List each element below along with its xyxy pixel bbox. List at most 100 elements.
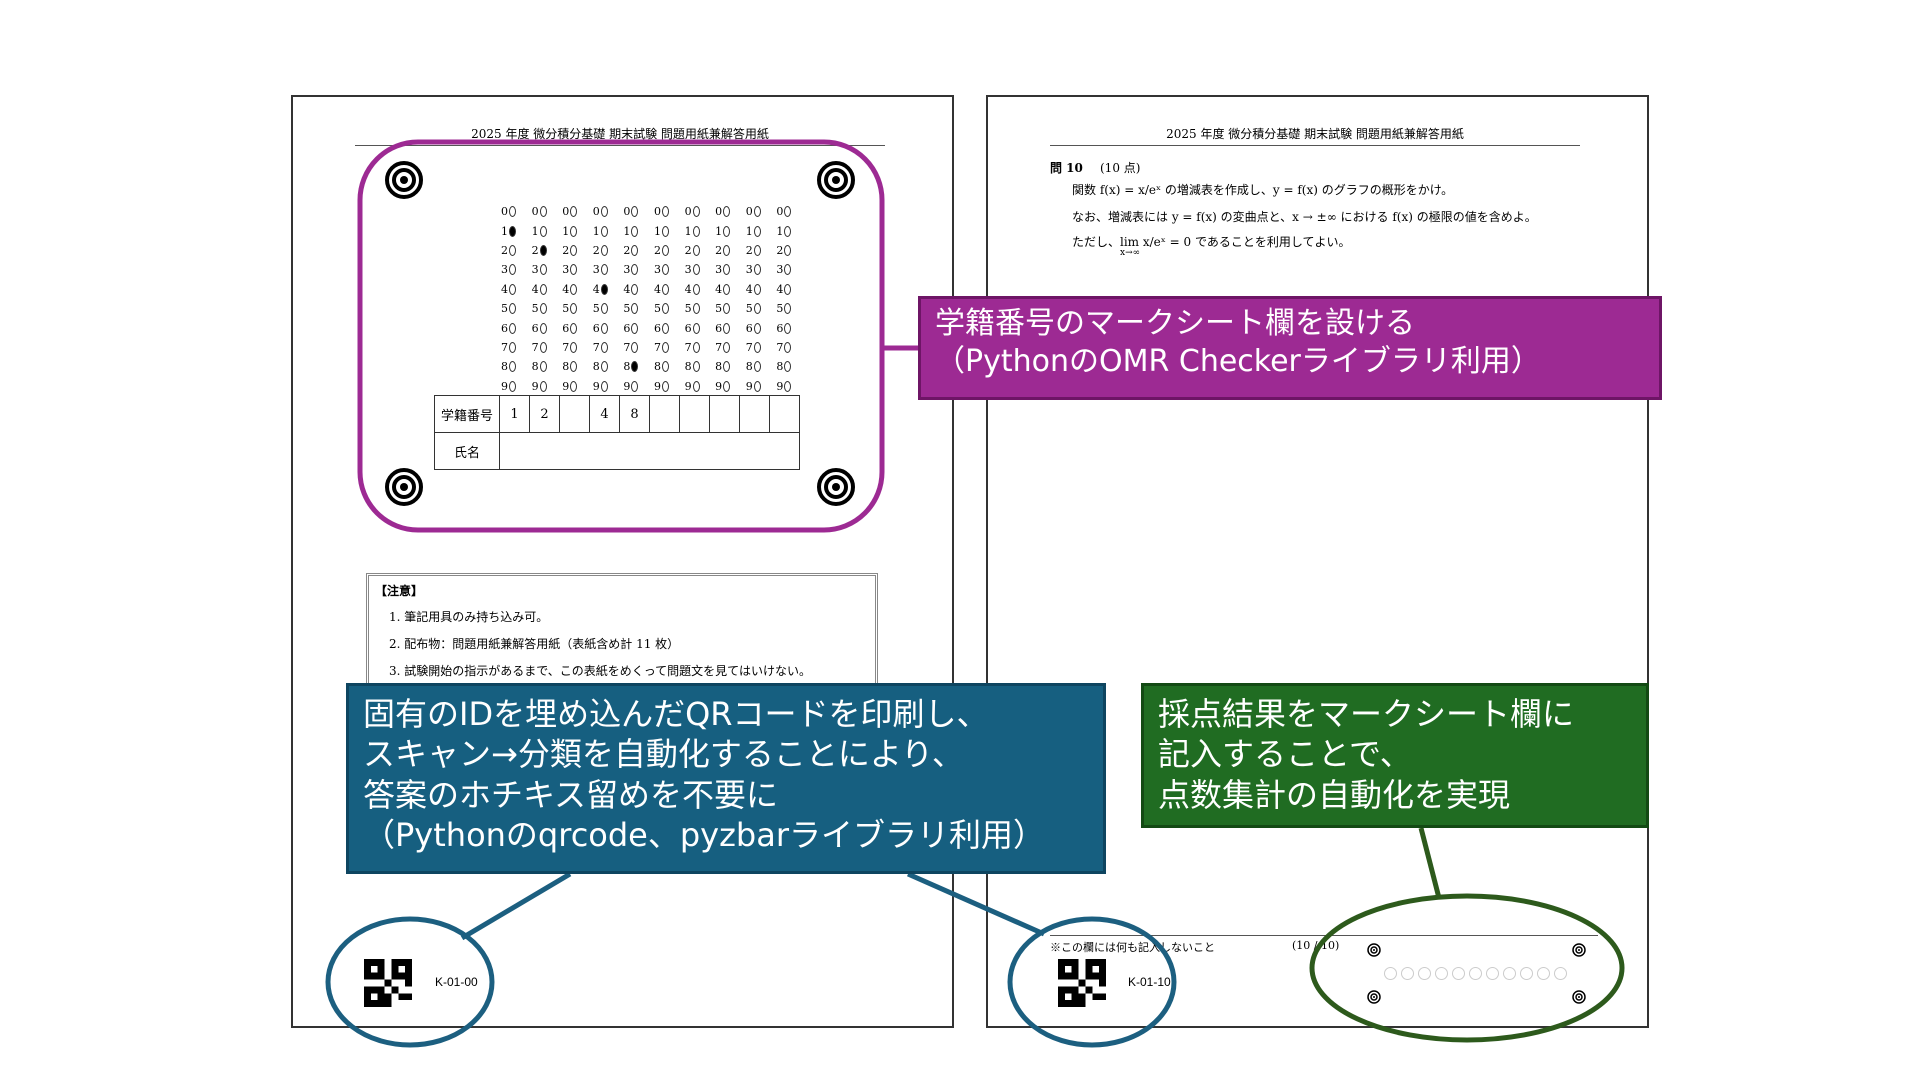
bubble-circle[interactable] xyxy=(631,244,639,256)
bubble-circle[interactable] xyxy=(723,303,731,315)
bubble-option[interactable]: 3 xyxy=(593,263,624,276)
bubble-option[interactable]: 5 xyxy=(532,302,563,315)
bubble-circle[interactable] xyxy=(631,206,639,218)
bubble-circle[interactable] xyxy=(661,303,669,315)
bubble-option[interactable]: 5 xyxy=(746,302,777,315)
bubble-option[interactable]: 9 xyxy=(685,380,716,393)
bubble-circle[interactable] xyxy=(753,244,761,256)
bubble-circle[interactable] xyxy=(539,264,547,276)
bubble-option[interactable]: 5 xyxy=(715,302,746,315)
bubble-option[interactable]: 0 xyxy=(715,205,746,218)
bubble-option[interactable]: 3 xyxy=(654,263,685,276)
bubble-circle[interactable] xyxy=(753,264,761,276)
bubble-option[interactable]: 6 xyxy=(623,322,654,335)
bubble-circle[interactable] xyxy=(784,303,792,315)
bubble-option[interactable]: 5 xyxy=(685,302,716,315)
bubble-option[interactable]: 8 xyxy=(501,360,532,373)
bubble-circle[interactable] xyxy=(539,225,547,237)
bubble-circle[interactable] xyxy=(661,341,669,353)
bubble-option[interactable]: 6 xyxy=(776,322,807,335)
bubble-option[interactable]: 6 xyxy=(562,322,593,335)
bubble-circle[interactable] xyxy=(631,264,639,276)
bubble-circle[interactable] xyxy=(784,206,792,218)
bubble-option[interactable]: 3 xyxy=(715,263,746,276)
bubble-circle[interactable] xyxy=(784,225,792,237)
bubble-circle[interactable] xyxy=(600,244,608,256)
bubble-circle[interactable] xyxy=(539,380,547,392)
bubble-option[interactable]: 9 xyxy=(746,380,777,393)
bubble-option[interactable]: 1 xyxy=(654,225,685,238)
score-bubble[interactable] xyxy=(1537,967,1550,980)
bubble-circle[interactable] xyxy=(692,283,700,295)
bubble-option[interactable]: 8 xyxy=(715,360,746,373)
bubble-option[interactable]: 0 xyxy=(746,205,777,218)
bubble-option[interactable]: 4 xyxy=(685,283,716,296)
id-digit-box[interactable] xyxy=(709,395,740,433)
bubble-option[interactable]: 7 xyxy=(715,341,746,354)
bubble-circle[interactable] xyxy=(784,380,792,392)
bubble-option[interactable]: 6 xyxy=(654,322,685,335)
score-bubble[interactable] xyxy=(1452,967,1465,980)
bubble-option[interactable]: 4 xyxy=(715,283,746,296)
bubble-circle[interactable] xyxy=(631,225,639,237)
bubble-circle[interactable] xyxy=(753,206,761,218)
bubble-option[interactable]: 6 xyxy=(532,322,563,335)
bubble-option[interactable]: 0 xyxy=(562,205,593,218)
bubble-option[interactable]: 7 xyxy=(532,341,563,354)
id-digit-box[interactable]: 1 xyxy=(499,395,530,433)
score-bubble[interactable] xyxy=(1554,967,1567,980)
score-bubble[interactable] xyxy=(1469,967,1482,980)
bubble-option[interactable]: 4 xyxy=(623,283,654,296)
bubble-option[interactable]: 9 xyxy=(562,380,593,393)
score-bubble[interactable] xyxy=(1435,967,1448,980)
bubble-circle[interactable] xyxy=(723,264,731,276)
id-digit-box[interactable] xyxy=(679,395,710,433)
bubble-option[interactable]: 9 xyxy=(776,380,807,393)
bubble-option[interactable]: 2 xyxy=(776,244,807,257)
bubble-circle[interactable] xyxy=(753,341,761,353)
bubble-option[interactable]: 5 xyxy=(623,302,654,315)
bubble-circle[interactable] xyxy=(661,322,669,334)
bubble-option[interactable]: 5 xyxy=(593,302,624,315)
bubble-option[interactable]: 7 xyxy=(501,341,532,354)
bubble-option[interactable]: 9 xyxy=(715,380,746,393)
bubble-circle[interactable] xyxy=(570,303,578,315)
bubble-option[interactable]: 9 xyxy=(623,380,654,393)
bubble-option[interactable]: 1 xyxy=(746,225,777,238)
bubble-option[interactable]: 4 xyxy=(654,283,685,296)
bubble-option[interactable]: 4 xyxy=(501,283,532,296)
bubble-option[interactable]: 7 xyxy=(746,341,777,354)
bubble-option[interactable]: 2 xyxy=(562,244,593,257)
bubble-circle[interactable] xyxy=(692,244,700,256)
bubble-circle[interactable] xyxy=(509,264,516,276)
bubble-circle[interactable] xyxy=(539,322,547,334)
score-bubble-row[interactable] xyxy=(1384,967,1567,980)
bubble-option[interactable]: 7 xyxy=(623,341,654,354)
bubble-circle[interactable] xyxy=(753,225,761,237)
bubble-circle[interactable] xyxy=(509,380,516,392)
bubble-circle[interactable] xyxy=(692,322,700,334)
bubble-circle[interactable] xyxy=(570,322,578,334)
bubble-option[interactable]: 0 xyxy=(623,205,654,218)
bubble-circle[interactable] xyxy=(570,244,578,256)
bubble-circle[interactable] xyxy=(539,303,547,315)
bubble-circle[interactable] xyxy=(570,206,578,218)
bubble-circle[interactable] xyxy=(631,341,639,353)
bubble-option[interactable]: 1 xyxy=(562,225,593,238)
bubble-option[interactable]: 3 xyxy=(685,263,716,276)
bubble-circle[interactable] xyxy=(631,361,639,373)
bubble-circle[interactable] xyxy=(661,283,669,295)
bubble-option[interactable]: 9 xyxy=(654,380,685,393)
bubble-option[interactable]: 2 xyxy=(532,244,563,257)
bubble-option[interactable]: 6 xyxy=(715,322,746,335)
id-digit-box[interactable] xyxy=(739,395,770,433)
score-bubble[interactable] xyxy=(1520,967,1533,980)
bubble-option[interactable]: 8 xyxy=(623,360,654,373)
score-bubble[interactable] xyxy=(1401,967,1414,980)
bubble-option[interactable]: 4 xyxy=(532,283,563,296)
bubble-option[interactable]: 6 xyxy=(685,322,716,335)
bubble-option[interactable]: 3 xyxy=(562,263,593,276)
bubble-option[interactable]: 2 xyxy=(501,244,532,257)
bubble-circle[interactable] xyxy=(600,380,608,392)
bubble-option[interactable]: 4 xyxy=(776,283,807,296)
